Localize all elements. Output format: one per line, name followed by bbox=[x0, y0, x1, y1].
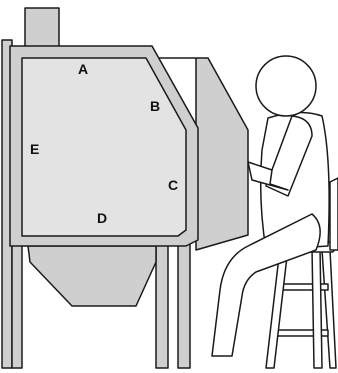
label-e: E bbox=[30, 141, 39, 157]
cabinet-front-left-leg bbox=[11, 243, 23, 369]
viewing-window bbox=[21, 57, 187, 237]
exhaust-duct bbox=[24, 7, 60, 49]
cabinet-front-right-leg bbox=[155, 243, 169, 369]
operator-leg bbox=[211, 213, 321, 357]
stool-back-leg bbox=[321, 249, 337, 369]
operator-forearm bbox=[247, 161, 289, 191]
label-d: D bbox=[97, 210, 107, 226]
stool-backrest bbox=[329, 177, 338, 251]
stool-front-right-leg bbox=[311, 247, 323, 369]
cabinet-hopper bbox=[27, 245, 157, 307]
operator-figure bbox=[211, 55, 330, 357]
label-a: A bbox=[78, 61, 88, 77]
operator-upper-arm bbox=[265, 115, 313, 197]
label-b: B bbox=[150, 98, 160, 114]
cabinet-rear-right-leg bbox=[177, 243, 191, 369]
cabinet-side-panel bbox=[149, 57, 249, 251]
operator-head bbox=[255, 55, 317, 117]
label-c: C bbox=[168, 177, 178, 193]
